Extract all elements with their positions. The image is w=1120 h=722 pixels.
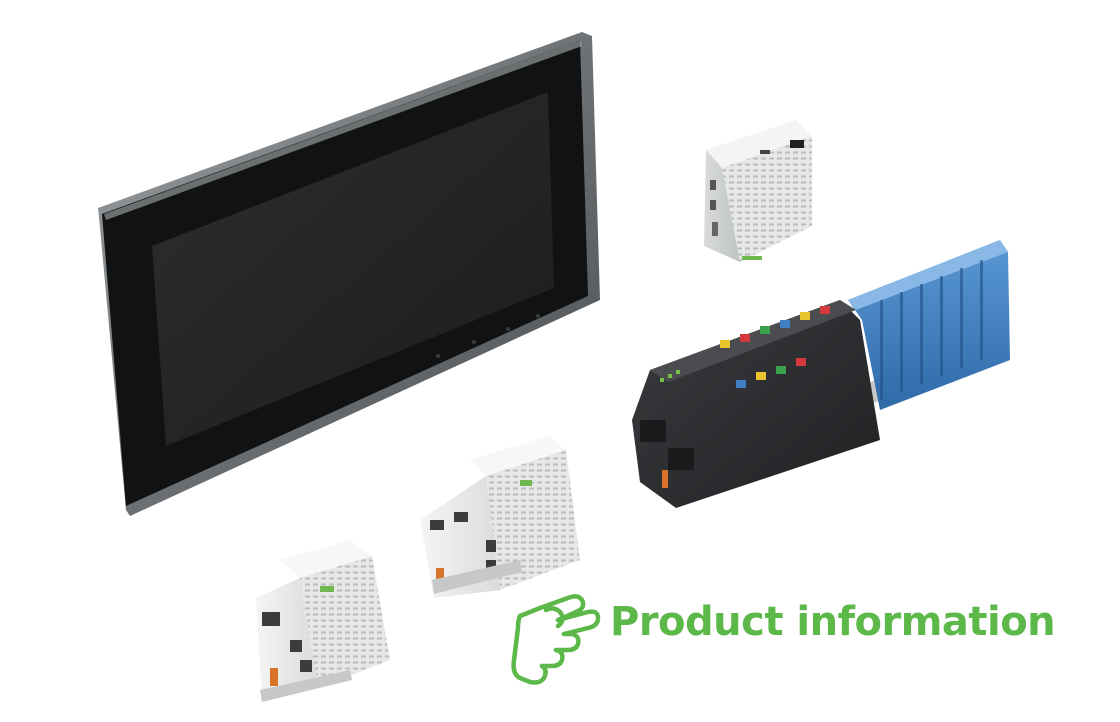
controller-small (256, 540, 390, 702)
touch-panel-display (98, 32, 600, 516)
modular-io-system (632, 240, 1010, 508)
product-information-link[interactable]: Product information (506, 586, 1056, 686)
product-information-label: Product information (610, 599, 1056, 645)
edge-computer (704, 120, 812, 262)
controller-large (420, 436, 580, 598)
pointing-hand-icon (511, 594, 601, 685)
